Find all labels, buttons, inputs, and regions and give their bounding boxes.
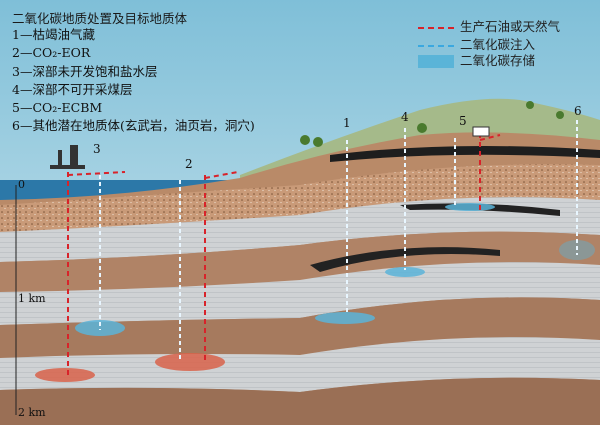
production-line-icon xyxy=(418,26,454,29)
production-pipeline xyxy=(479,134,501,141)
tree xyxy=(556,111,564,119)
key-production: 生产石油或天然气 xyxy=(418,16,560,35)
diagram-title: 二氧化碳地质处置及目标地质体 xyxy=(12,11,188,26)
co2-storage-zones xyxy=(75,203,595,336)
trees xyxy=(300,101,564,147)
rock-layer xyxy=(0,231,600,292)
injection-line-icon xyxy=(418,44,454,47)
rock-layer xyxy=(0,337,600,392)
tree xyxy=(526,101,534,109)
injection-wells xyxy=(99,120,578,360)
key-production-label: 生产石油或天然气 xyxy=(460,19,561,34)
rock-layer xyxy=(0,197,600,262)
target-item: 1—枯竭油气藏 xyxy=(12,27,95,42)
well-number: 4 xyxy=(401,110,409,124)
target-item: 4—深部不可开采煤层 xyxy=(12,81,133,97)
depth-label: 0 xyxy=(18,178,25,191)
platform-tower xyxy=(70,145,78,165)
production-pipeline xyxy=(204,171,239,179)
hydrocarbon-reservoirs xyxy=(35,353,225,382)
well-number: 5 xyxy=(459,114,467,128)
production-pipeline xyxy=(67,171,126,176)
target-list: 1—枯竭油气藏 2—CO₂-EOR 3—深部未开发饱和盐水层 4—深部不可开采煤… xyxy=(12,26,255,136)
co2-storage-zone xyxy=(315,312,375,324)
tree xyxy=(313,137,323,147)
depth-label: 2 km xyxy=(18,406,46,419)
target-item: 3—深部未开发饱和盐水层 xyxy=(12,63,158,79)
key-storage: 二氧化碳存储 xyxy=(418,50,535,69)
rock-layer xyxy=(0,262,600,325)
well-number: 1 xyxy=(343,116,351,130)
rock-layer xyxy=(0,164,600,232)
key-storage-label: 二氧化碳存储 xyxy=(460,53,536,68)
well-number: 3 xyxy=(93,142,101,156)
production-wells xyxy=(67,134,501,375)
key-injection: 二氧化碳注入 xyxy=(418,34,535,53)
target-item: 5—CO₂-ECBM xyxy=(12,100,103,116)
rock-layer xyxy=(0,297,600,358)
co2-storage-zone xyxy=(385,267,425,277)
offshore-platform xyxy=(50,145,85,169)
well-number: 6 xyxy=(574,104,582,118)
strata xyxy=(0,146,600,425)
co2-storage-zone xyxy=(75,320,125,336)
co2-storage-zone xyxy=(445,203,495,211)
platform-deck xyxy=(50,165,85,169)
coal-seam xyxy=(330,146,600,162)
storage-swatch-icon xyxy=(418,55,454,68)
depth-label: 1 km xyxy=(18,292,46,305)
target-item: 6—其他潜在地质体(玄武岩，油页岩，洞穴) xyxy=(12,118,255,134)
coal-seam xyxy=(310,247,500,272)
tree xyxy=(417,123,427,133)
hydrocarbon-reservoir xyxy=(35,368,95,382)
plant-building xyxy=(472,126,490,137)
key-injection-label: 二氧化碳注入 xyxy=(460,37,536,52)
platform-derrick xyxy=(58,150,62,165)
rock-layer xyxy=(0,377,600,425)
tree xyxy=(300,135,310,145)
hydrocarbon-reservoir xyxy=(155,353,225,371)
target-item: 2—CO₂-EOR xyxy=(12,45,91,61)
well-number: 2 xyxy=(185,157,193,171)
